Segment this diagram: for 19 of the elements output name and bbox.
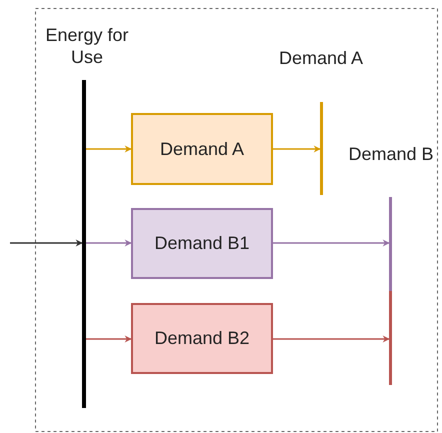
arrow bbox=[86, 240, 132, 246]
process-box bbox=[131, 303, 273, 374]
demand-bar bbox=[389, 197, 392, 385]
arrow bbox=[273, 146, 321, 152]
energy-bar bbox=[82, 80, 86, 408]
process-box bbox=[131, 113, 273, 185]
arrow bbox=[86, 336, 132, 342]
bar-label: Energy for Use bbox=[45, 24, 129, 68]
arrow bbox=[273, 336, 390, 342]
bar-label: Demand A bbox=[278, 47, 364, 69]
bar-label: Demand B bbox=[347, 143, 435, 165]
demand-bar bbox=[320, 102, 323, 195]
arrow bbox=[86, 146, 132, 152]
arrow bbox=[273, 240, 390, 246]
process-box bbox=[131, 208, 273, 279]
box-label: Demand B1 bbox=[154, 233, 250, 254]
box-label: Demand A bbox=[160, 138, 244, 160]
arrow bbox=[10, 240, 83, 246]
box-label: Demand B2 bbox=[154, 328, 250, 349]
